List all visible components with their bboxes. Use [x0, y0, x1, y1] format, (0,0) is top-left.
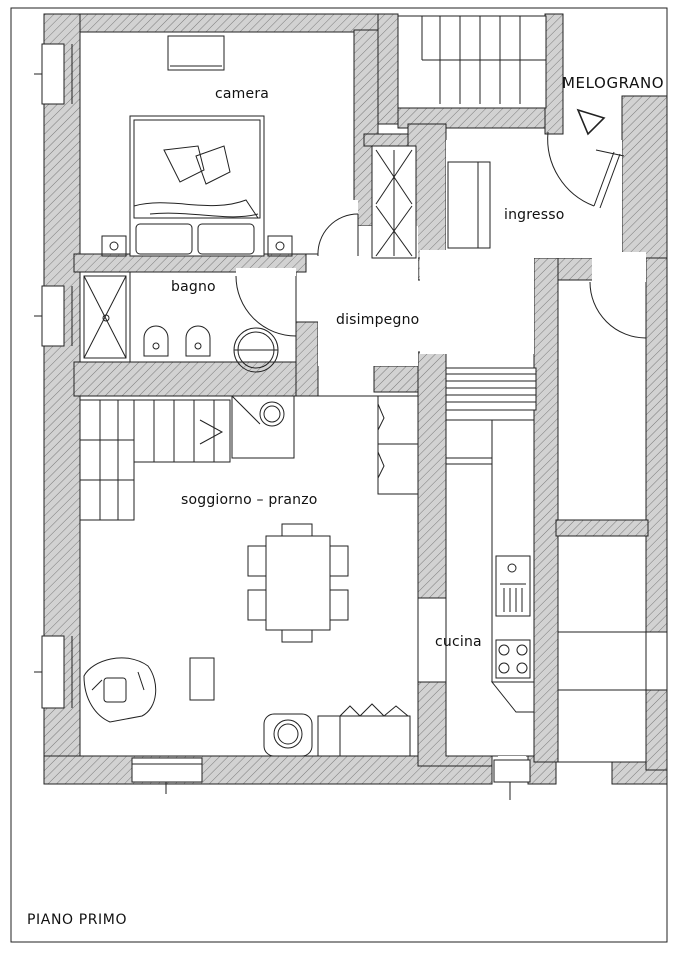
- walls: [43, 13, 668, 785]
- room-label-disimpegno: disimpegno: [336, 312, 420, 328]
- bedroom-furniture: [101, 35, 417, 259]
- room-label-bagno: bagno: [171, 279, 216, 295]
- kitchen-fixtures: [445, 419, 535, 713]
- room-label-camera: camera: [215, 86, 270, 102]
- hall-floor: [318, 140, 622, 366]
- room-label-ingresso: ingresso: [504, 207, 565, 223]
- windows: [34, 43, 531, 800]
- hall-stair: [445, 367, 537, 411]
- right-column-detail: [558, 631, 646, 691]
- entry-fixtures: [447, 108, 647, 339]
- room-label-cucina: cucina: [435, 634, 482, 650]
- bathroom-fixtures: [79, 271, 297, 373]
- level-label: PIANO PRIMO: [27, 912, 128, 928]
- property-name: MELOGRANO: [562, 74, 665, 92]
- living-furniture: [79, 395, 419, 757]
- room-label-soggiorno: soggiorno – pranzo: [181, 492, 318, 508]
- top-stair: [397, 15, 547, 109]
